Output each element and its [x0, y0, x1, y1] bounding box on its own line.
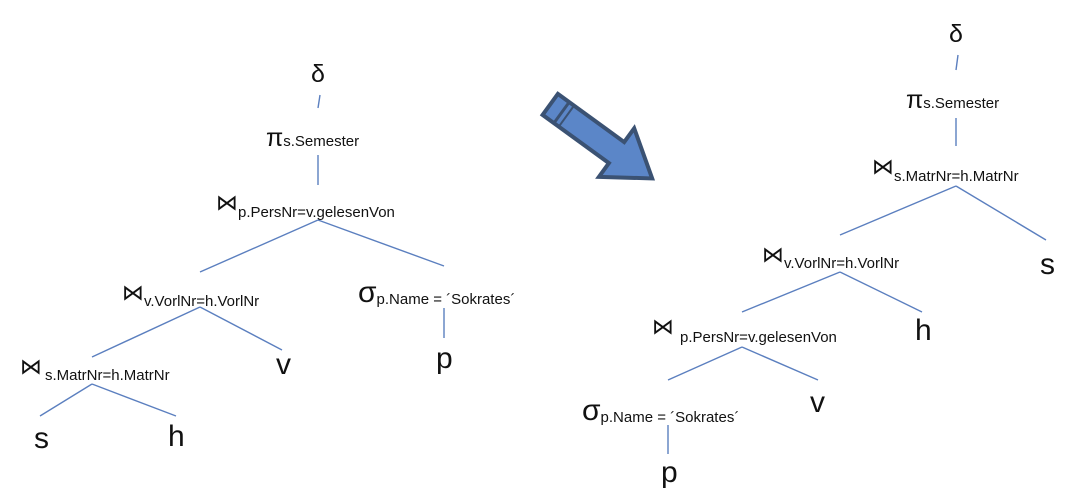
edge-right-delta-projection — [955, 54, 959, 71]
left-delta: δ — [311, 60, 325, 88]
selection-symbol: σ — [582, 394, 601, 427]
selection-condition: p.Name = ´Sokrates´ — [600, 409, 740, 426]
join-condition: v.VorlNr=h.VorlNr — [784, 255, 900, 272]
block-arrow-icon — [539, 91, 656, 181]
edge-left-jointop-joinmid — [199, 219, 319, 273]
left-join-mid-node: ⋈v.VorlNr=h.VorlNr — [122, 280, 259, 310]
projection-attribute: s.Semester — [283, 133, 360, 150]
right-projection-node: πs.Semester — [906, 88, 999, 113]
right-selection-node: σp.Name = ´Sokrates´ — [582, 396, 739, 426]
join-symbol: ⋈ — [872, 154, 894, 179]
left-join-low-node: ⋈s.MatrNr=h.MatrNr — [20, 354, 170, 384]
edge-left-joinlow-h — [91, 383, 177, 417]
projection-symbol: π — [266, 124, 284, 152]
left-leaf-s: s — [34, 422, 49, 455]
join-condition: p.PersNr=v.gelesenVon — [238, 204, 395, 221]
selection-symbol: σ — [358, 276, 377, 309]
right-leaf-p: p — [661, 456, 678, 489]
left-leaf-h: h — [168, 420, 185, 453]
edge-right-joinlow-selection — [667, 346, 743, 381]
left-leaf-p: p — [436, 342, 453, 375]
right-leaf-s: s — [1040, 248, 1055, 281]
selection-condition: p.Name = ´Sokrates´ — [376, 291, 516, 308]
join-symbol: ⋈ — [122, 280, 144, 305]
right-leaf-h: h — [915, 314, 932, 347]
join-condition: s.MatrNr=h.MatrNr — [45, 367, 170, 384]
edge-right-joinmid-h — [839, 271, 923, 313]
tree-edges — [39, 54, 1047, 454]
left-selection-node: σp.Name = ´Sokrates´ — [358, 278, 515, 308]
right-join-low-node: ⋈ p.PersNr=v.gelesenVon — [652, 314, 837, 346]
left-projection-node: πs.Semester — [266, 126, 359, 151]
left-join-top-node: ⋈p.PersNr=v.gelesenVon — [216, 190, 395, 221]
edge-left-jointop-selection — [317, 219, 445, 267]
join-condition: s.MatrNr=h.MatrNr — [894, 168, 1019, 185]
join-condition: p.PersNr=v.gelesenVon — [680, 329, 837, 346]
right-join-mid-node: ⋈v.VorlNr=h.VorlNr — [762, 242, 899, 272]
projection-attribute: s.Semester — [923, 95, 1000, 112]
edge-right-jointop-s — [955, 185, 1047, 241]
right-join-top-node: ⋈s.MatrNr=h.MatrNr — [872, 154, 1019, 185]
edge-left-joinmid-joinlow — [91, 306, 201, 358]
left-leaf-v: v — [276, 348, 291, 381]
edge-left-delta-projection — [317, 94, 321, 109]
right-delta: δ — [949, 20, 963, 48]
join-symbol: ⋈ — [20, 354, 42, 379]
projection-symbol: π — [906, 86, 924, 114]
join-symbol: ⋈ — [762, 242, 784, 267]
join-condition: v.VorlNr=h.VorlNr — [144, 293, 260, 310]
edge-left-joinmid-v — [199, 306, 283, 351]
join-symbol: ⋈ — [216, 190, 238, 215]
edge-right-joinmid-joinlow — [741, 271, 841, 313]
right-leaf-v: v — [810, 386, 825, 419]
edge-right-joinlow-v — [741, 346, 819, 381]
join-symbol: ⋈ — [652, 314, 674, 339]
edge-right-jointop-joinmid — [839, 185, 957, 236]
edge-left-joinlow-s — [39, 383, 93, 417]
